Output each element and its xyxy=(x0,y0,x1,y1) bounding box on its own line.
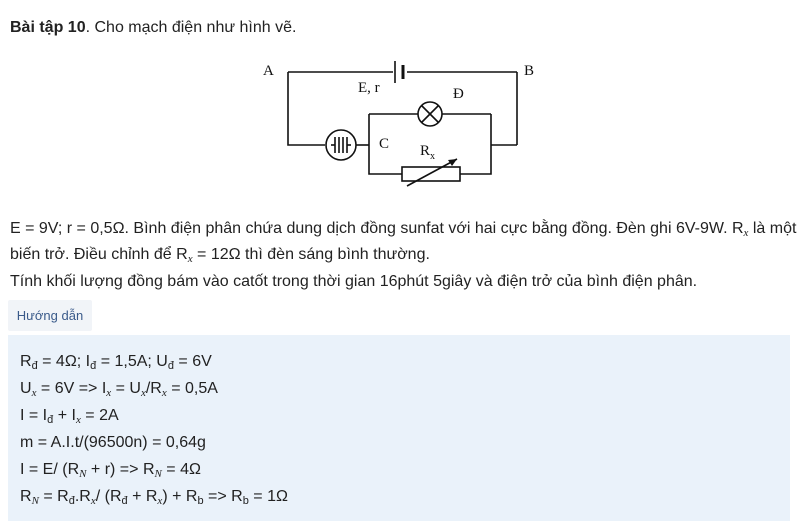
answer-box: Rđ = 4Ω; Iđ = 1,5A; Uđ = 6V Ux = 6V => I… xyxy=(8,335,790,521)
answer-line-1: Rđ = 4Ω; Iđ = 1,5A; Uđ = 6V xyxy=(20,353,212,372)
rheostat-icon xyxy=(401,166,461,182)
label-source: E, r xyxy=(358,80,380,96)
given-data-line-2: biến trở. Điều chỉnh để Rx = 12Ω thì đèn… xyxy=(10,246,430,265)
answer-line-4: m = A.I.t/(96500n) = 0,64g xyxy=(20,434,206,451)
wire-parallel-left xyxy=(368,114,402,175)
question-line: Tính khối lượng đồng bám vào catốt trong… xyxy=(10,273,698,290)
wire-parallel-right xyxy=(460,114,492,175)
answer-line-5: I = E/ (RN + r) => RN = 4Ω xyxy=(20,461,201,480)
label-c: C xyxy=(379,136,389,152)
electrolytic-cell-icon xyxy=(325,129,357,161)
answer-line-3: I = Iđ + Ix = 2A xyxy=(20,407,119,426)
label-a: A xyxy=(263,63,274,79)
problem-statement: . Cho mạch điện như hình vẽ. xyxy=(85,19,297,36)
circuit-svg: A B E, r Đ C Rx xyxy=(263,61,534,187)
answer-line-2: Ux = 6V => Ix = Ux/Rx = 0,5A xyxy=(20,380,218,399)
lamp-icon xyxy=(417,101,443,127)
given-data-line-1: E = 9V; r = 0,5Ω. Bình điện phân chứa du… xyxy=(10,220,797,239)
exercise-label: Bài tập 10 xyxy=(10,19,86,36)
answer-line-6: RN = Rđ.Rx/ (Rđ + Rx) + Rb => Rb = 1Ω xyxy=(20,488,288,507)
label-lamp: Đ xyxy=(453,86,464,102)
label-rx: Rx xyxy=(420,143,435,162)
circuit-diagram: A B E, r Đ C Rx xyxy=(255,52,545,192)
label-b: B xyxy=(524,63,534,79)
wire-left xyxy=(287,72,325,146)
guide-button[interactable]: Hướng dẫn xyxy=(8,300,92,331)
problem-title: Bài tập 10. Cho mạch điện như hình vẽ. xyxy=(10,18,296,38)
